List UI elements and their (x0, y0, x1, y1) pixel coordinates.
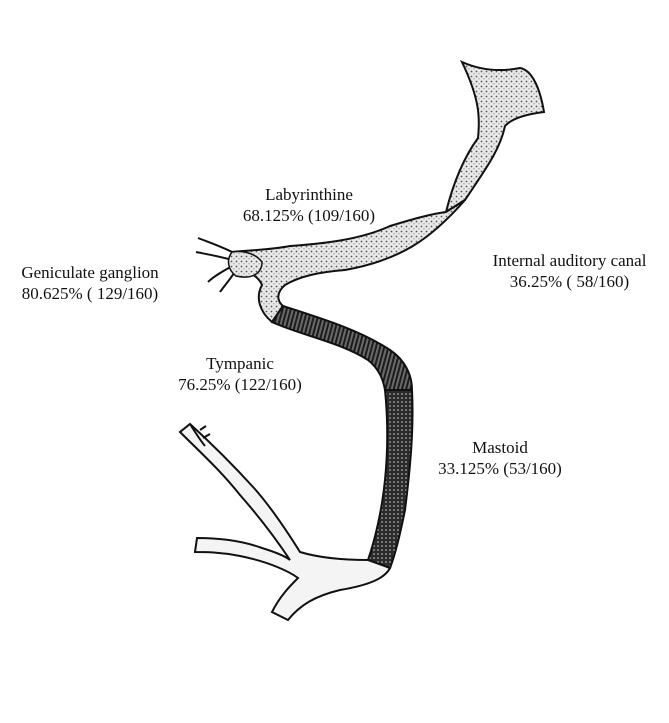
label-iac-value: 36.25% ( 58/160) (470, 271, 669, 292)
segment-internal-auditory-canal (446, 62, 544, 212)
segment-mastoid (368, 390, 413, 568)
label-geniculate-name: Geniculate ganglion (0, 262, 180, 283)
label-iac-name: Internal auditory canal (470, 250, 669, 271)
extracranial-trunk (180, 424, 390, 620)
label-tympanic-value: 76.25% (122/160) (150, 374, 330, 395)
label-labyrinthine-name: Labyrinthine (209, 184, 409, 205)
label-tympanic-name: Tympanic (150, 353, 330, 374)
label-geniculate-ganglion: Geniculate ganglion 80.625% ( 129/160) (0, 262, 180, 304)
label-mastoid-name: Mastoid (425, 437, 575, 458)
label-mastoid-value: 33.125% (53/160) (425, 458, 575, 479)
label-internal-auditory-canal: Internal auditory canal 36.25% ( 58/160) (470, 250, 669, 292)
label-labyrinthine: Labyrinthine 68.125% (109/160) (209, 184, 409, 226)
label-tympanic: Tympanic 76.25% (122/160) (150, 353, 330, 395)
label-labyrinthine-value: 68.125% (109/160) (209, 205, 409, 226)
label-mastoid: Mastoid 33.125% (53/160) (425, 437, 575, 479)
label-geniculate-value: 80.625% ( 129/160) (0, 283, 180, 304)
